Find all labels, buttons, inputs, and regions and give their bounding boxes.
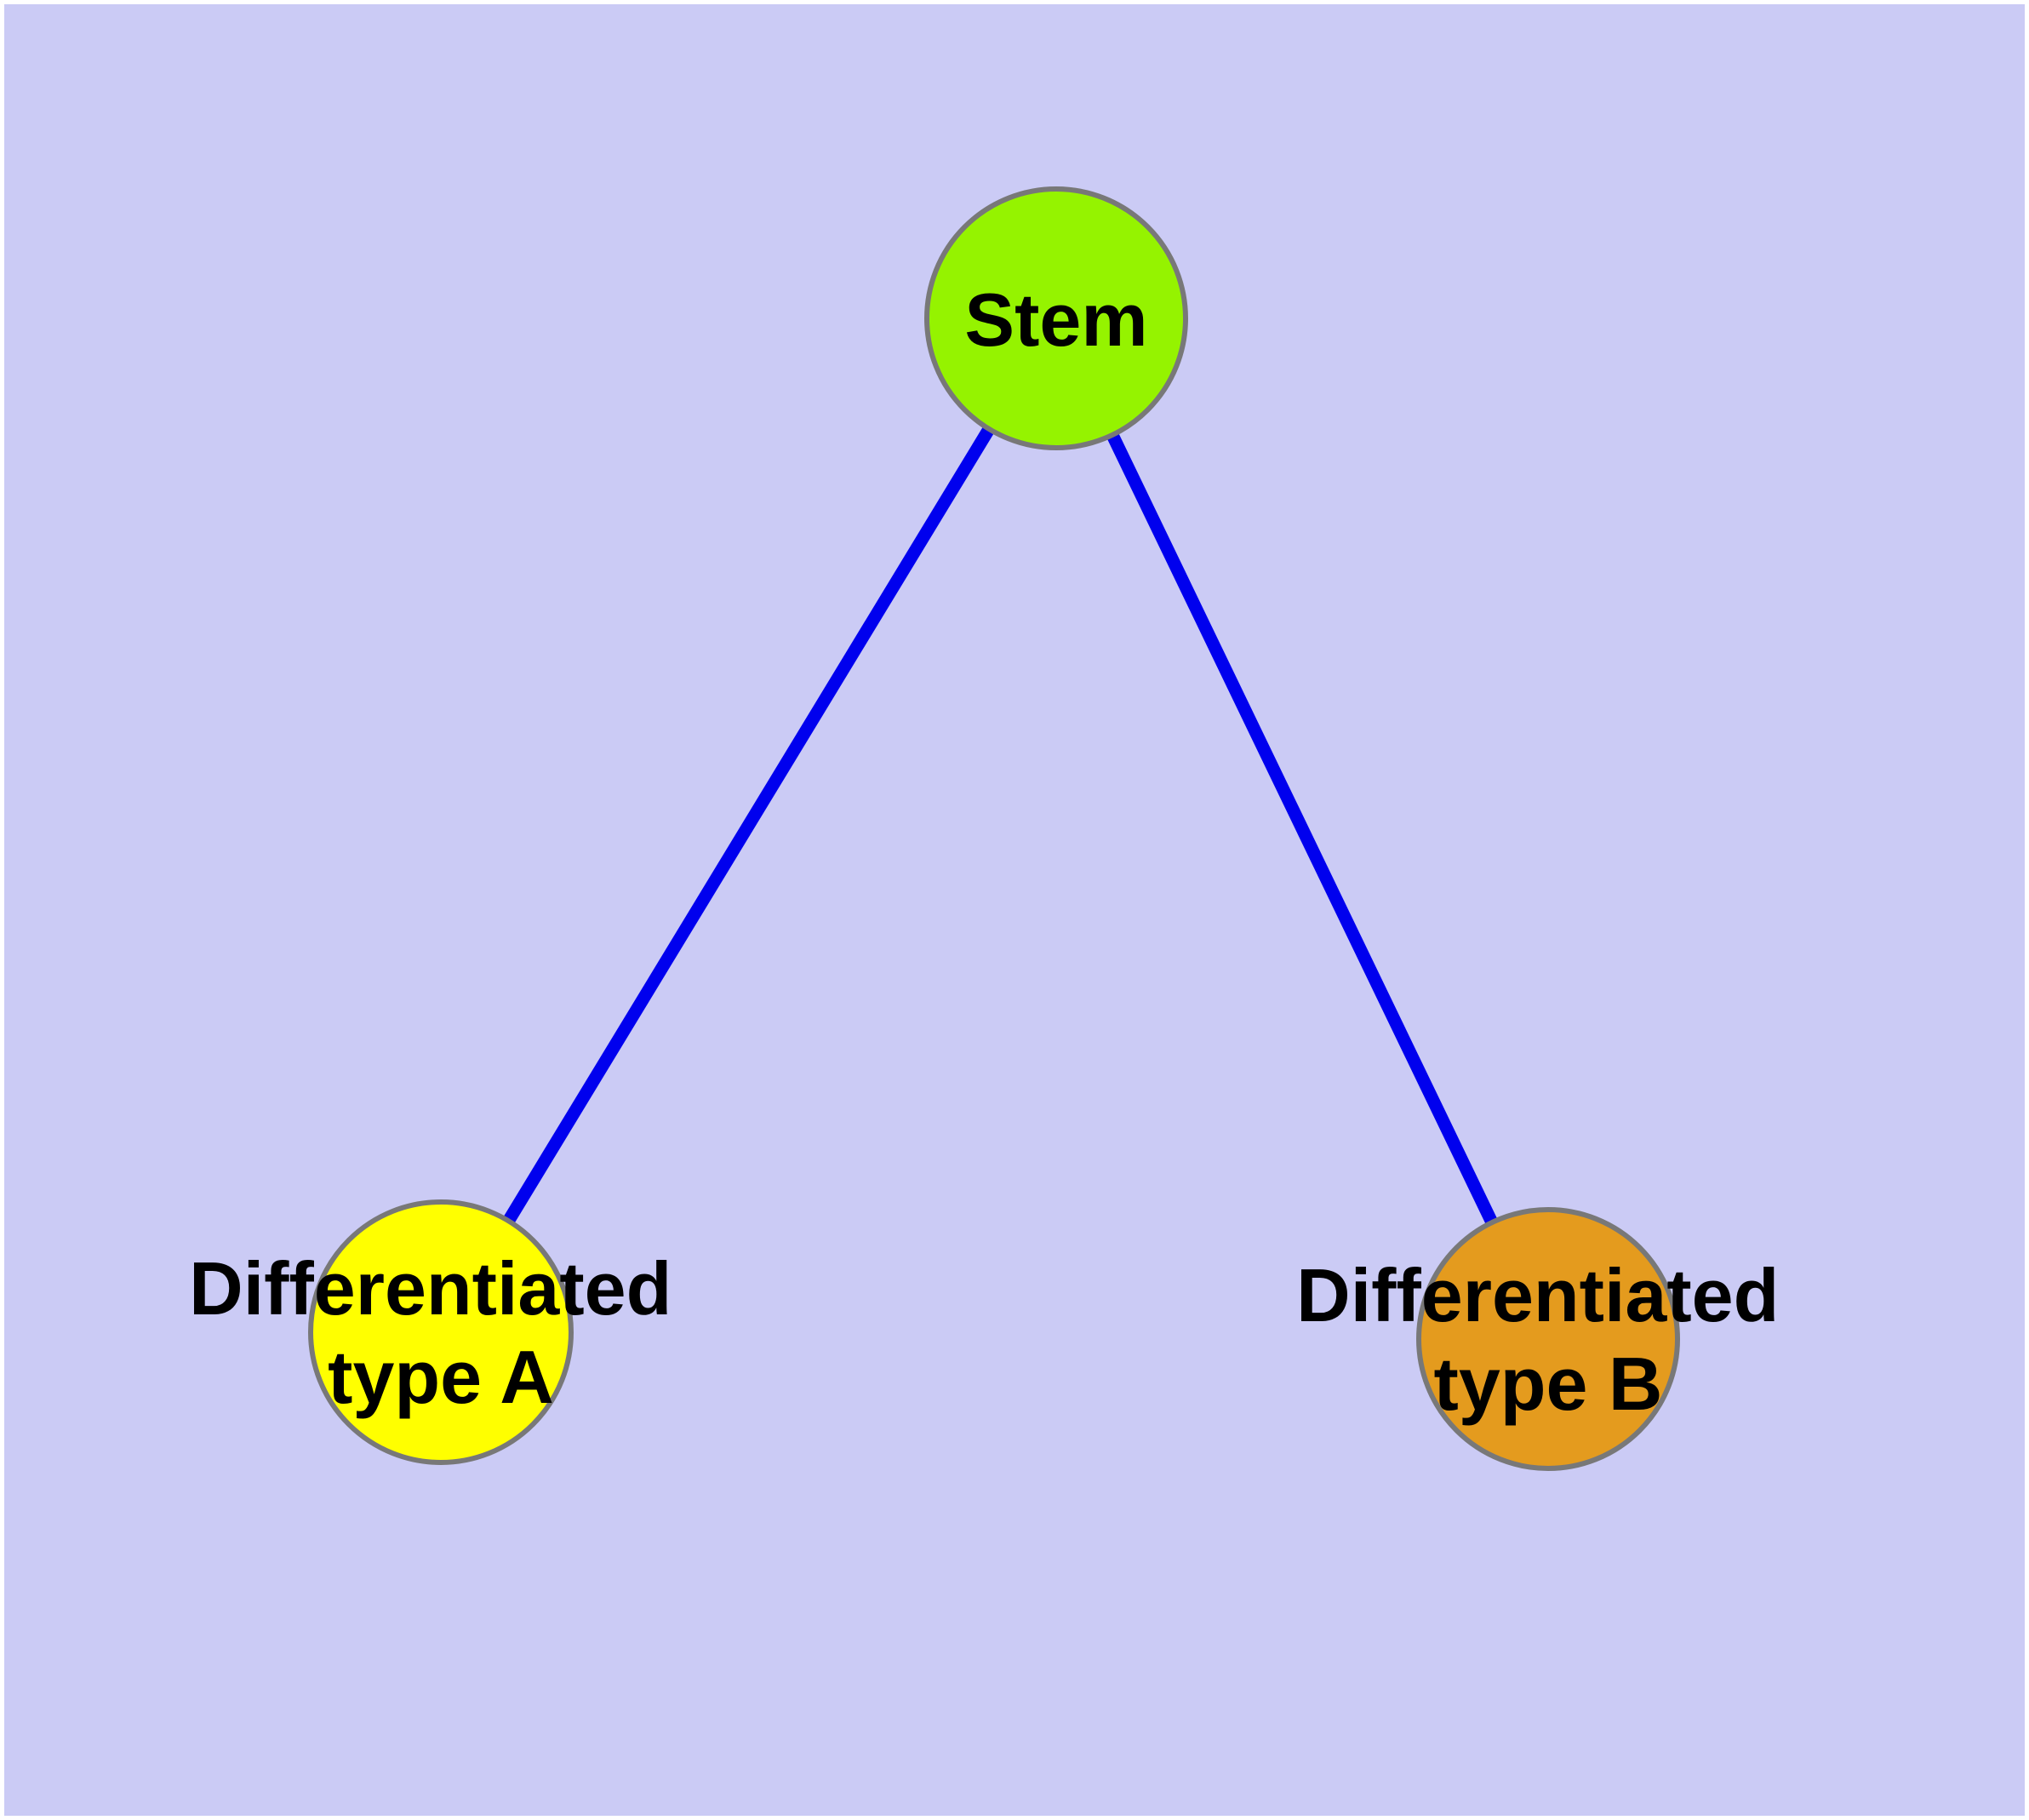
edge-stem-to-type-b [1050, 315, 1554, 1342]
edges-layer [435, 315, 1554, 1342]
node-label-line: Stem [964, 278, 1147, 362]
node-label-line: Differentiated [189, 1246, 672, 1331]
node-stem-circle [924, 186, 1188, 450]
node-differentiated-type-a-circle [308, 1199, 574, 1465]
node-differentiated-type-b: Differentiated type B [1296, 1207, 1800, 1471]
node-differentiated-type-a-label: Differentiated type A [189, 1246, 693, 1419]
node-stem: Stem [924, 186, 1188, 450]
nodes-layer: Stem Differentiated type A Differentiate… [189, 186, 1800, 1471]
node-differentiated-type-b-label: Differentiated type B [1296, 1253, 1800, 1426]
node-differentiated-type-a: Differentiated type A [189, 1199, 693, 1465]
node-stem-label: Stem [964, 278, 1147, 362]
node-differentiated-type-b-circle [1416, 1207, 1680, 1471]
node-label-line: type A [328, 1335, 554, 1419]
node-label-line: Differentiated [1296, 1253, 1779, 1337]
edge-stem-to-type-a [435, 315, 1062, 1336]
node-label-line: type B [1434, 1342, 1663, 1426]
